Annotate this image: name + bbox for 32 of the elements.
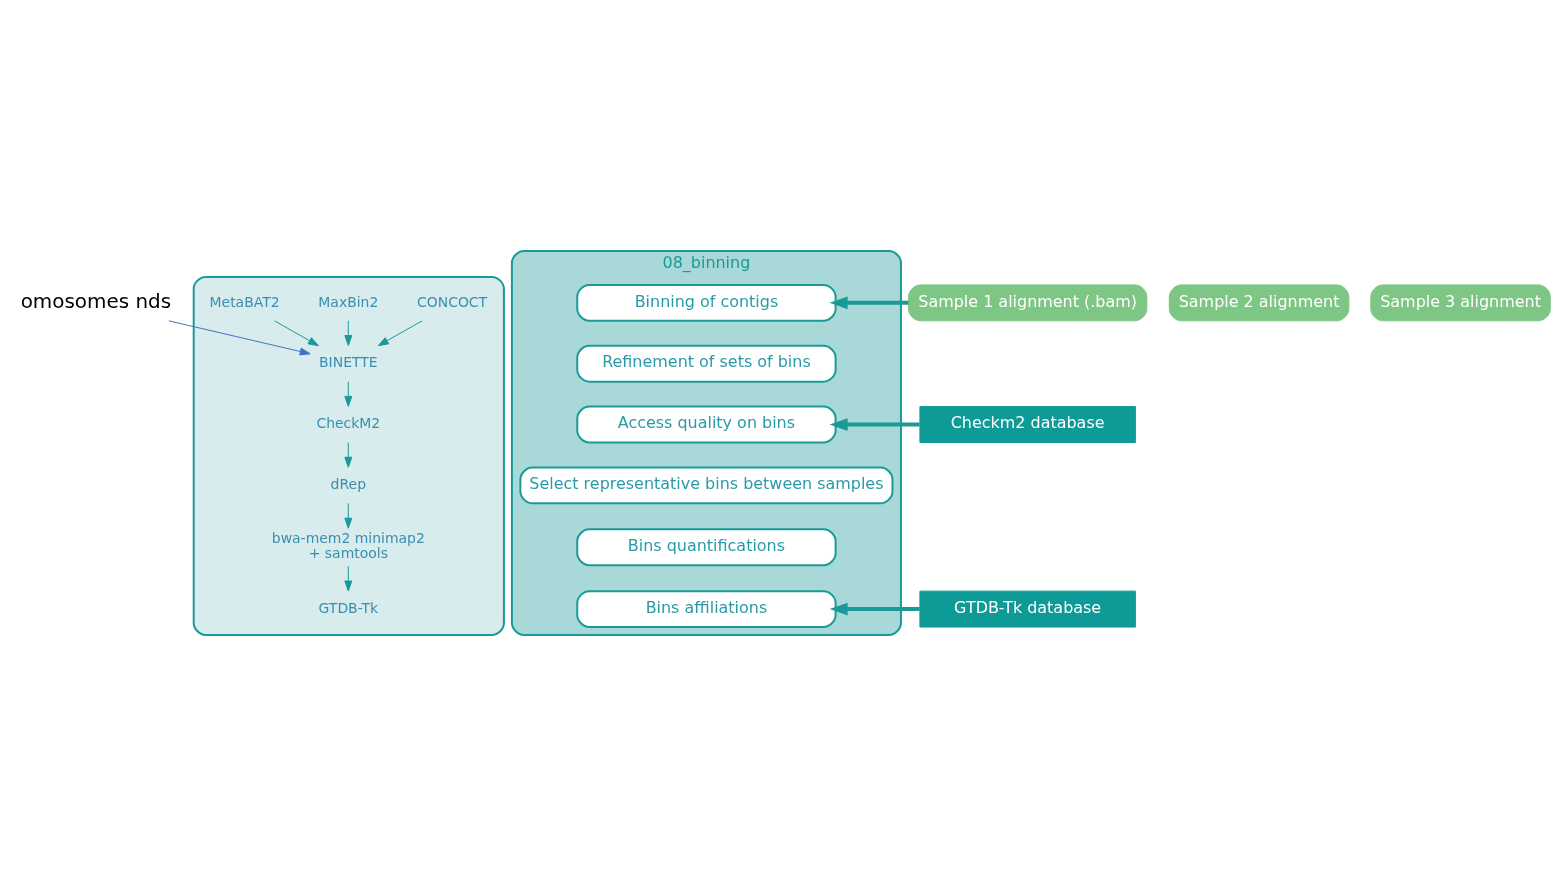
arrow xyxy=(344,565,353,591)
node-text: MaxBin2 xyxy=(318,293,379,310)
arrow xyxy=(344,380,353,407)
arrow xyxy=(829,296,909,309)
arrow xyxy=(829,602,920,615)
node-text: MetaBAT2 xyxy=(209,293,280,310)
arrow xyxy=(829,417,920,431)
arrow xyxy=(344,319,353,346)
node-box: Refinement of sets of bins xyxy=(576,344,837,383)
arrow xyxy=(344,502,353,529)
arrow xyxy=(377,319,423,346)
node-box: Bins quantifications xyxy=(576,527,837,566)
node-box: Sample 1 alignment (.bam) xyxy=(907,283,1148,321)
arrow xyxy=(274,319,319,346)
node-text: dRep xyxy=(330,475,366,492)
node-box: Bins affiliations xyxy=(576,589,837,628)
node-box: Checkm2 database xyxy=(919,405,1136,443)
node-box: GTDB-Tk database xyxy=(919,590,1136,628)
node-text: bwa-mem2 minimap2 + samtools xyxy=(271,529,425,561)
node-box: Select representative bins between samples xyxy=(519,465,894,504)
arrow xyxy=(168,319,311,355)
node-text: omosomes nds xyxy=(20,288,172,313)
node-box: Access quality on bins xyxy=(576,405,837,443)
node-box: Binning of contigs xyxy=(576,283,837,322)
node-text: CONCOCT xyxy=(416,293,488,310)
node-text: CheckM2 xyxy=(316,414,381,431)
cluster xyxy=(192,275,505,636)
node-text: GTDB-Tk xyxy=(318,599,379,616)
arrow xyxy=(344,441,353,468)
node-box: Sample 2 alignment xyxy=(1168,283,1350,321)
node-text: BINETTE xyxy=(319,353,378,370)
node-box: Sample 3 alignment xyxy=(1370,283,1551,321)
